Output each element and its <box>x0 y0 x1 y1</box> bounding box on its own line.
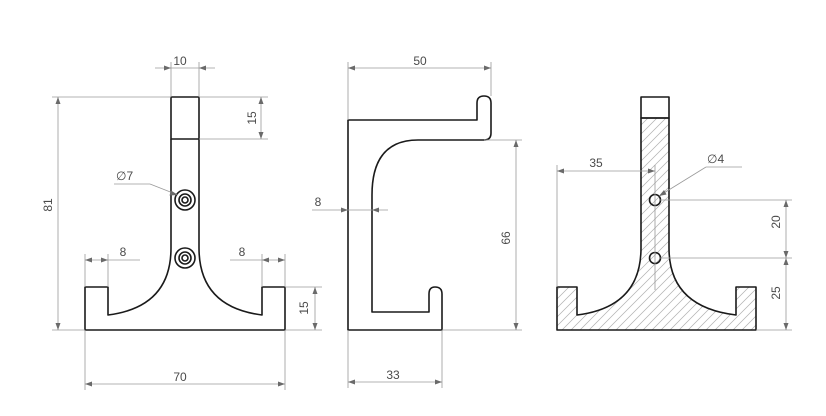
dim-front-overall-width: 70 <box>84 330 286 390</box>
front-top-block <box>170 96 200 140</box>
dim-text-bottom-depth: 33 <box>386 368 400 382</box>
hatch-line <box>741 118 756 330</box>
dim-front-overall-height: 81 <box>41 96 171 331</box>
dim-side-bottom-depth: 33 <box>347 330 443 388</box>
dim-text-top-block-height: 15 <box>245 111 259 125</box>
dim-text-foot-height: 15 <box>297 301 311 315</box>
hatch-line <box>633 118 756 330</box>
hatch-line <box>561 118 756 330</box>
front-view: 10 15 81 ∅7 <box>41 54 322 390</box>
hatch-line <box>557 118 749 330</box>
hatch-line <box>557 118 668 330</box>
hatch-line <box>557 118 623 330</box>
dim-text-foot-left: 8 <box>120 245 127 259</box>
dim-text-section-offset: 35 <box>589 156 603 170</box>
hatch-line <box>557 118 756 330</box>
hatch-line <box>557 118 605 330</box>
hatch-line <box>750 118 756 330</box>
dim-text-inner-height: 66 <box>499 231 513 245</box>
front-hook-body <box>84 139 286 331</box>
hatch-line <box>557 118 731 330</box>
dim-section-hole-diameter: ∅4 <box>658 152 742 197</box>
hatch-line <box>606 118 756 330</box>
hatch-line <box>557 118 695 330</box>
side-view: 50 8 66 33 <box>312 54 522 388</box>
hatch-line <box>557 118 686 330</box>
dim-text-front-hole-diameter: ∅7 <box>116 169 133 183</box>
dim-section-lower-hole-height: 25 <box>756 258 792 331</box>
dim-text-overall-height: 81 <box>41 198 55 212</box>
dim-section-offset: 35 <box>556 156 656 290</box>
hatch-line <box>714 118 756 330</box>
hatch-line <box>557 118 650 330</box>
hatch-line <box>579 118 756 330</box>
dim-front-foot-left: 8 <box>84 245 140 287</box>
hatch-line <box>557 118 740 330</box>
dim-text-wall-thickness: 8 <box>315 195 322 209</box>
hatch-line <box>557 118 713 330</box>
hatch-line <box>557 118 756 330</box>
dim-text-section-hole-diameter: ∅4 <box>707 152 724 166</box>
dim-side-wall-thickness: 8 <box>312 195 388 213</box>
hatch-line <box>678 118 756 330</box>
dim-text-side-depth: 50 <box>413 54 427 68</box>
hatch-line <box>696 118 756 330</box>
front-hole-lower <box>174 247 196 269</box>
side-hook-profile <box>347 95 492 331</box>
hatch-line <box>615 118 756 330</box>
hatch-line <box>557 118 632 330</box>
dim-front-hole-diameter: ∅7 <box>114 169 179 196</box>
dim-front-foot-height: 15 <box>285 286 322 331</box>
hatch-line <box>669 118 756 330</box>
dim-front-top-width: 10 <box>155 54 215 97</box>
dim-text-hole-spacing: 20 <box>769 215 783 229</box>
dim-text-lower-hole-height: 25 <box>769 286 783 300</box>
section-top-block <box>640 96 670 119</box>
hatch-line <box>557 118 659 330</box>
dim-front-foot-right: 8 <box>230 245 286 287</box>
hatch-line <box>557 118 704 330</box>
hatch-line <box>687 118 756 330</box>
hatch-line <box>557 118 756 330</box>
hatch-line <box>597 118 756 330</box>
dim-side-overall-depth: 50 <box>347 54 492 120</box>
hatch-line <box>557 118 641 330</box>
hatch-line <box>557 118 677 330</box>
hatch-line <box>705 118 756 330</box>
dim-side-inner-height: 66 <box>442 139 522 331</box>
dim-text-foot-right: 8 <box>239 245 246 259</box>
dim-text-top-width: 10 <box>173 54 187 68</box>
dim-section-hole-spacing: 20 <box>660 199 792 259</box>
hatch-line <box>651 118 756 330</box>
dim-front-top-block-height: 15 <box>199 96 268 140</box>
hatch-line <box>557 118 596 330</box>
hatch-line <box>557 118 756 330</box>
dim-text-overall-width: 70 <box>173 370 187 384</box>
front-hole-upper <box>174 189 196 211</box>
